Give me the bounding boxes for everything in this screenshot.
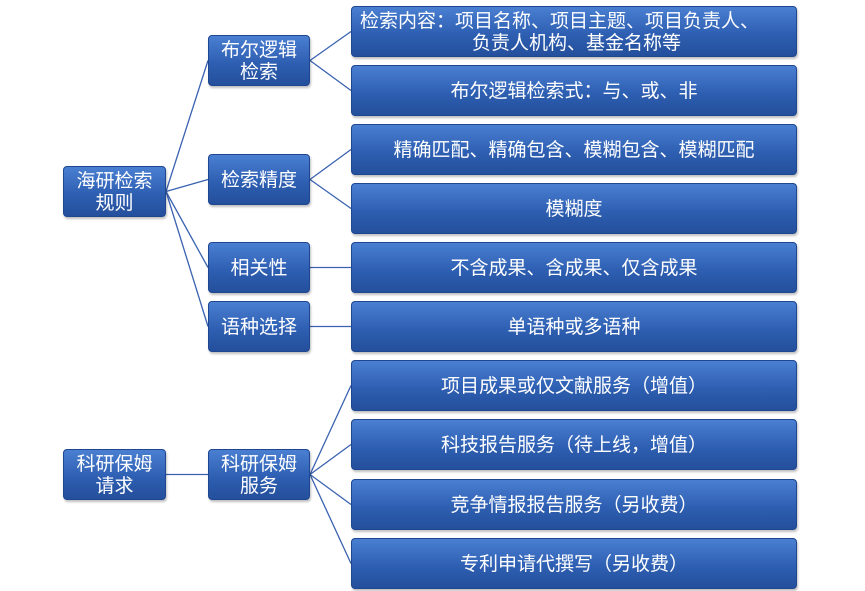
leaf-node-fuzziness: 模糊度 xyxy=(351,183,797,234)
leaf-node-match-modes: 精确匹配、精确包含、模糊包含、模糊匹配 xyxy=(351,124,797,175)
node-label-line1: 相关性 xyxy=(230,256,288,279)
leaf-node-language-mode: 单语种或多语种 xyxy=(351,301,797,352)
node-label-line2: 请求 xyxy=(95,474,134,497)
node-label-line1: 检索内容：项目名称、项目主题、项目负责人、 xyxy=(360,9,760,32)
node-label-line2: 服务 xyxy=(239,474,278,497)
node-label-line1: 科研保姆 xyxy=(76,452,153,475)
connector-r1-b1 xyxy=(165,60,209,192)
connector-b5-l8 xyxy=(309,443,352,476)
node-label: 不含成果、含成果、仅含成果 xyxy=(450,256,698,279)
connector-b1-l1 xyxy=(309,30,352,62)
connector-b2-l4 xyxy=(309,178,352,210)
leaf-node-search-content: 检索内容：项目名称、项目主题、项目负责人、负责人机构、基金名称等 xyxy=(351,6,797,57)
node-label: 单语种或多语种 xyxy=(507,315,641,338)
node-label-line2: 检索 xyxy=(239,60,278,83)
node-label-line1: 检索精度 xyxy=(220,168,297,191)
node-label-line1: 科研保姆 xyxy=(220,452,297,475)
node-label: 模糊度 xyxy=(545,197,603,220)
root-node-search-rules: 海研检索规则 xyxy=(63,166,166,217)
node-label: 竞争情报报告服务（另收费） xyxy=(450,493,698,516)
connector-r1-b2 xyxy=(165,178,209,193)
branch-node-boolean-search: 布尔逻辑检索 xyxy=(208,35,310,86)
node-label-line2: 规则 xyxy=(95,191,134,214)
node-label: 科技报告服务（待上线，增值） xyxy=(440,433,707,456)
branch-node-language-select: 语种选择 xyxy=(208,301,310,352)
leaf-node-project-results: 项目成果或仅文献服务（增值） xyxy=(351,360,797,411)
leaf-node-results-filter: 不含成果、含成果、仅含成果 xyxy=(351,242,797,293)
leaf-node-patent-drafting: 专利申请代撰写（另收费） xyxy=(351,538,797,589)
leaf-node-boolean-expr: 布尔逻辑检索式：与、或、非 xyxy=(351,65,797,116)
branch-node-relevance: 相关性 xyxy=(208,242,310,293)
leaf-node-competitive-intel: 竞争情报报告服务（另收费） xyxy=(351,479,797,530)
node-label: 专利申请代撰写（另收费） xyxy=(459,552,688,575)
connector-b5-l7 xyxy=(309,385,352,475)
branch-node-nanny-service: 科研保姆服务 xyxy=(208,449,310,500)
node-label: 项目成果或仅文献服务（增值） xyxy=(440,374,707,397)
leaf-node-tech-report: 科技报告服务（待上线，增值） xyxy=(351,419,797,470)
connector-b5-l9 xyxy=(309,473,352,506)
connector-r1-b3 xyxy=(165,191,209,268)
node-label: 布尔逻辑检索式：与、或、非 xyxy=(450,79,698,102)
connector-b5-l10 xyxy=(309,474,352,564)
connector-b2-l3 xyxy=(309,148,352,181)
connector-b1-l2 xyxy=(309,59,352,92)
branch-node-search-precision: 检索精度 xyxy=(208,154,310,205)
node-label-line1: 海研检索 xyxy=(76,169,153,192)
connector-r1-b4 xyxy=(165,191,209,327)
node-label-line2: 负责人机构、基金名称等 xyxy=(472,31,682,54)
node-label-line1: 语种选择 xyxy=(220,315,297,338)
node-label: 精确匹配、精确包含、模糊包含、模糊匹配 xyxy=(393,138,755,161)
node-label-line1: 布尔逻辑 xyxy=(220,38,297,61)
root-node-research-nanny: 科研保姆请求 xyxy=(63,449,166,500)
